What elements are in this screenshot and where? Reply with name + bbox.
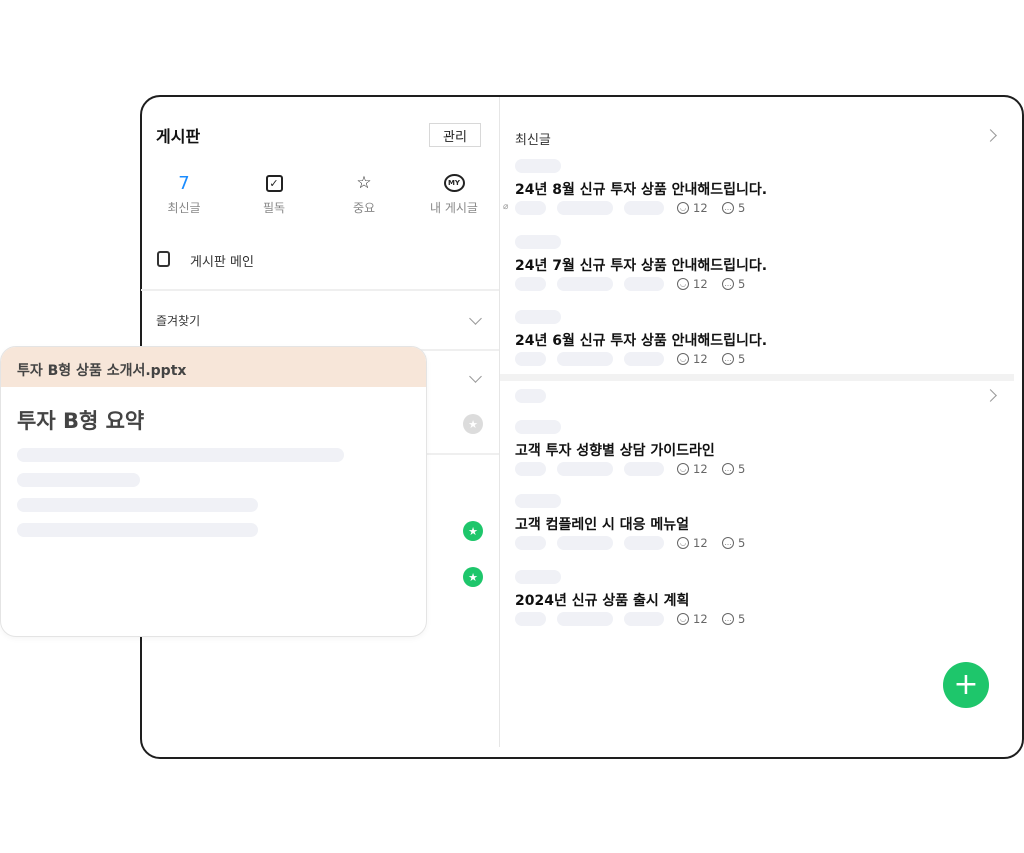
manage-button[interactable]: 관리 <box>429 123 481 147</box>
like-count: 12 <box>693 277 708 291</box>
quick-label: 중요 <box>352 201 376 215</box>
post-title[interactable]: 24년 7월 신규 투자 상품 안내해드립니다. <box>515 258 768 274</box>
section-separator <box>500 374 1014 381</box>
quick-important[interactable]: ☆ 중요 <box>324 172 404 216</box>
text-placeholder <box>17 448 344 462</box>
quick-label: 필독 <box>262 201 286 215</box>
author-placeholder <box>515 310 561 324</box>
document-icon <box>157 251 170 267</box>
comment-count: 5 <box>738 612 746 626</box>
quick-label: 최신글 <box>167 201 201 215</box>
meta-placeholder <box>515 352 546 366</box>
text-placeholder <box>17 498 258 512</box>
post-title[interactable]: 2024년 신규 상품 출시 계획 <box>515 593 690 609</box>
comment-count: 5 <box>738 277 746 291</box>
like-count: 12 <box>693 201 708 215</box>
author-placeholder <box>515 494 561 508</box>
meta-placeholder <box>557 201 613 215</box>
section-title-placeholder <box>515 389 546 403</box>
star-icon: ☆ <box>356 173 372 193</box>
like-count: 12 <box>693 462 708 476</box>
meta-placeholder <box>515 201 546 215</box>
preview-title: 투자 B형 요약 <box>17 409 145 433</box>
smiley-icon: ◡ <box>677 353 689 365</box>
text-placeholder <box>17 473 140 487</box>
meta-placeholder <box>515 536 546 550</box>
comment-count: 5 <box>738 536 746 550</box>
quick-label: 내 게시글 <box>430 201 478 215</box>
post-title[interactable]: 24년 8월 신규 투자 상품 안내해드립니다. <box>515 182 768 198</box>
attachment-icon: ⌀ <box>503 202 509 212</box>
divider <box>141 289 499 291</box>
text-placeholder <box>17 523 258 537</box>
comment-count: 5 <box>738 352 746 366</box>
file-name: 투자 B형 상품 소개서.pptx <box>1 347 426 387</box>
comment-icon: … <box>722 353 734 365</box>
like-count: 12 <box>693 612 708 626</box>
meta-placeholder <box>624 612 664 626</box>
recent-section-title: 최신글 <box>515 133 551 148</box>
checkbox-icon: ✓ <box>234 172 314 194</box>
author-placeholder <box>515 420 561 434</box>
smiley-icon: ◡ <box>677 278 689 290</box>
favorites-toggle[interactable]: 즐겨찾기 <box>156 314 201 328</box>
post-title[interactable]: 고객 투자 성향별 상담 가이드라인 <box>515 443 715 459</box>
smiley-icon: ◡ <box>677 202 689 214</box>
my-icon: MY <box>414 172 494 194</box>
smiley-icon: ◡ <box>677 537 689 549</box>
board-main-link[interactable]: 게시판 메인 <box>190 255 254 270</box>
file-preview-card[interactable]: 투자 B형 상품 소개서.pptx 투자 B형 요약 <box>0 346 427 637</box>
favorite-star-icon[interactable]: ★ <box>463 521 483 541</box>
post-title[interactable]: 고객 컴플레인 시 대응 메뉴얼 <box>515 517 690 533</box>
comment-icon: … <box>722 278 734 290</box>
quick-must-read[interactable]: ✓ 필독 <box>234 172 314 216</box>
quick-my-posts[interactable]: MY 내 게시글 <box>414 172 494 216</box>
post-title[interactable]: 24년 6월 신규 투자 상품 안내해드립니다. <box>515 333 768 349</box>
comment-icon: … <box>722 463 734 475</box>
comment-count: 5 <box>738 462 746 476</box>
meta-placeholder <box>515 277 546 291</box>
like-count: 12 <box>693 352 708 366</box>
smiley-icon: ◡ <box>677 463 689 475</box>
board-title: 게시판 <box>156 127 201 146</box>
meta-placeholder <box>515 462 546 476</box>
comment-count: 5 <box>738 201 746 215</box>
favorite-star-icon[interactable]: ★ <box>463 414 483 434</box>
comment-icon: … <box>722 537 734 549</box>
comment-icon: … <box>722 613 734 625</box>
meta-placeholder <box>557 352 613 366</box>
quick-recent[interactable]: 7 최신글 <box>144 172 224 216</box>
meta-placeholder <box>557 536 613 550</box>
panel-divider <box>499 97 500 747</box>
add-post-button[interactable]: + <box>943 662 989 708</box>
favorite-star-icon[interactable]: ★ <box>463 567 483 587</box>
recent-count: 7 <box>178 172 190 194</box>
meta-placeholder <box>557 462 613 476</box>
meta-placeholder <box>624 352 664 366</box>
comment-icon: … <box>722 202 734 214</box>
meta-placeholder <box>624 462 664 476</box>
meta-placeholder <box>557 612 613 626</box>
author-placeholder <box>515 235 561 249</box>
meta-placeholder <box>624 277 664 291</box>
smiley-icon: ◡ <box>677 613 689 625</box>
like-count: 12 <box>693 536 708 550</box>
meta-placeholder <box>515 612 546 626</box>
author-placeholder <box>515 570 561 584</box>
author-placeholder <box>515 159 561 173</box>
meta-placeholder <box>624 201 664 215</box>
meta-placeholder <box>624 536 664 550</box>
meta-placeholder <box>557 277 613 291</box>
